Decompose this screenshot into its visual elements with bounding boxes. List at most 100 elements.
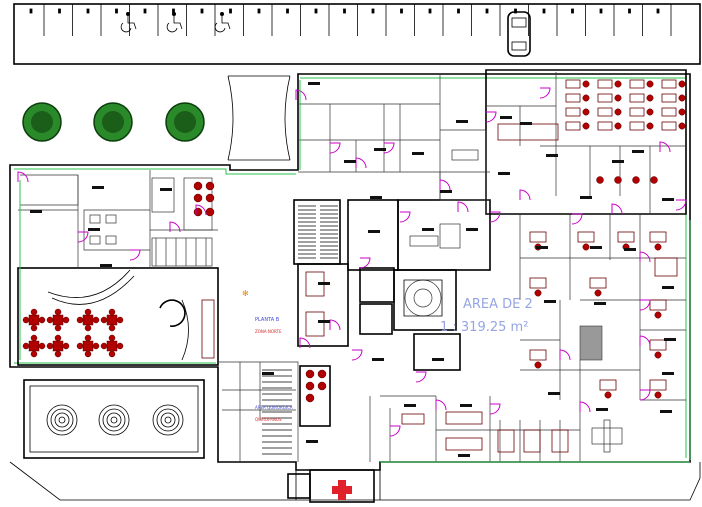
stall-marker: [428, 8, 432, 14]
door-swing: [659, 141, 671, 153]
room-tags: [30, 82, 676, 457]
consult-desk: [529, 231, 547, 243]
cafeteria: [17, 267, 219, 366]
consult-desk: [649, 379, 667, 391]
fountain-ring: [46, 404, 78, 436]
fountain-ring: [50, 408, 74, 432]
consult-desk: [529, 277, 547, 289]
office-desk: [661, 121, 677, 131]
cafe-table: [46, 334, 70, 358]
consult-desk: [649, 231, 667, 243]
room-tag: [662, 198, 674, 201]
room-tag: [544, 300, 556, 303]
door-swing: [571, 213, 583, 225]
consult-chair: [604, 391, 612, 399]
stall-marker: [599, 8, 603, 14]
room-tag: [664, 338, 676, 341]
room-tag: [624, 248, 636, 251]
office-desk: [597, 93, 613, 103]
stall-marker: [371, 8, 375, 14]
consult-desk: [649, 339, 667, 351]
door-swing: [329, 319, 341, 331]
room-tag: [88, 228, 100, 231]
room-tag: [536, 246, 548, 249]
room-tag: [422, 228, 434, 231]
room-tag: [318, 320, 330, 323]
door-swing: [299, 337, 311, 349]
area-title: AREA DE 2: [463, 297, 533, 312]
door-swing: [389, 425, 401, 437]
room-tag: [466, 228, 478, 231]
door-swing: [351, 349, 363, 361]
wheelchair-icon: [120, 12, 137, 33]
door-swing: [611, 203, 623, 215]
consult-desk: [577, 231, 595, 243]
consult-chair: [654, 391, 662, 399]
cafe-table: [76, 308, 100, 332]
room-tag: [100, 264, 112, 267]
right-wing: [519, 214, 686, 410]
lower-sublabel: QUIROFANOS: [255, 417, 282, 422]
office-chair: [582, 80, 590, 88]
office-chair: [678, 80, 686, 88]
upper-center-rooms: [298, 74, 490, 214]
left-wing-rooms: [18, 170, 218, 268]
room-tag: [440, 190, 452, 193]
office-desk: [565, 107, 581, 117]
room-tag: [612, 160, 624, 163]
door-swings: [17, 80, 691, 463]
office-desk: [565, 121, 581, 131]
office-desk: [565, 79, 581, 89]
door-swing: [169, 221, 181, 233]
office-chair: [646, 108, 654, 116]
door-swing: [489, 403, 501, 415]
stall-marker: [542, 8, 546, 14]
fountain-ring: [106, 412, 122, 428]
consult-chair: [654, 243, 662, 251]
office-desk: [629, 93, 645, 103]
room-tag: [432, 358, 444, 361]
room-tag: [372, 358, 384, 361]
room-tag: [92, 186, 104, 189]
stall-marker: [656, 8, 660, 14]
operating-block: [297, 263, 461, 371]
door-swing: [639, 389, 651, 401]
entrance-canopy: [227, 75, 291, 161]
door-swing: [295, 89, 307, 101]
room-tag: [458, 454, 470, 457]
consult-chair: [534, 361, 542, 369]
consult-desk: [617, 231, 635, 243]
office-chair: [678, 108, 686, 116]
ambulance-icon: [287, 469, 375, 503]
door-swing: [129, 249, 141, 261]
office-desk: [597, 107, 613, 117]
fountain-ring: [102, 408, 126, 432]
door-swing: [383, 142, 395, 154]
car-icon: [507, 11, 531, 57]
stall-marker: [314, 8, 318, 14]
stair-core: [293, 199, 491, 271]
wheelchair-icon: [166, 12, 183, 33]
area-scale: 1 : 319.25 m²: [440, 320, 528, 335]
door-swing: [485, 111, 497, 123]
fountain-ring: [98, 404, 130, 436]
stall-marker: [485, 8, 489, 14]
stall-marker: [257, 8, 261, 14]
consult-desk: [599, 379, 617, 391]
consult-desk: [589, 277, 607, 289]
fountain-ring: [160, 412, 176, 428]
tree-icon: [22, 102, 62, 142]
room-tag: [460, 404, 472, 407]
stall-marker: [286, 8, 289, 14]
office-desk: [629, 79, 645, 89]
office-desk: [629, 107, 645, 117]
stall-marker: [343, 8, 346, 14]
office-desk: [661, 79, 677, 89]
room-tag: [498, 172, 510, 175]
door-swing: [639, 299, 651, 311]
cafe-table: [22, 308, 46, 332]
room-tag: [662, 372, 674, 375]
consult-desk: [529, 349, 547, 361]
door-swing: [399, 211, 411, 223]
office-chair: [596, 176, 604, 184]
